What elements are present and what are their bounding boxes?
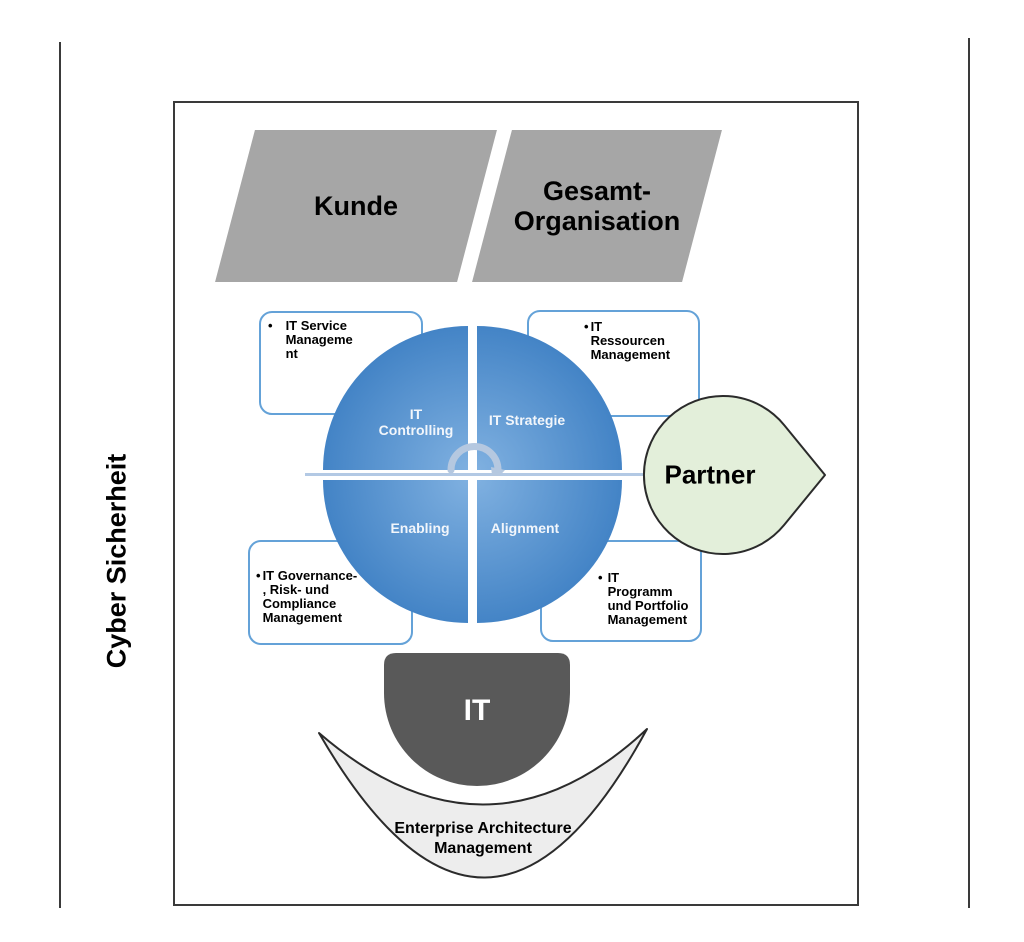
kunde-label: Kunde [314, 190, 398, 221]
gesamt-organisation-label: Gesamt- Organisation [513, 175, 681, 236]
quadrant-label-it-controlling: IT Controlling [378, 405, 454, 438]
circle-partner-connector-line [305, 473, 650, 476]
quadrant-label-alignment: Alignment [490, 519, 560, 536]
left-border-rule [59, 42, 61, 908]
right-border-rule [968, 38, 970, 908]
note-text-it-governance-risk-compliance: IT Governance- , Risk- und Compliance Ma… [262, 568, 358, 625]
kunde-parallelogram: Kunde [215, 130, 497, 282]
note-box-it-service-management: • IT Service Manageme nt [259, 311, 423, 415]
partner-shape [643, 395, 826, 555]
cyber-sicherheit-label: Cyber Sicherheit [101, 453, 132, 669]
bullet-icon: • [584, 319, 589, 334]
cycle-arrow-icon [447, 443, 505, 476]
it-core-shape [384, 653, 570, 786]
gesamt-organisation-parallelogram: Gesamt- Organisation [472, 130, 722, 282]
eam-crescent-shape [318, 728, 648, 879]
it-core-label: IT [463, 694, 491, 727]
eam-label: Enterprise Architecture Management [394, 820, 572, 857]
note-text-it-programm-portfolio: IT Programm und Portfolio Management [607, 570, 689, 627]
bullet-icon: • [256, 568, 261, 583]
note-text-it-service-management: IT Service Manageme nt [285, 318, 353, 361]
quadrant-label-enabling: Enabling [390, 519, 450, 536]
note-text-it-ressourcen-management: IT Ressourcen Management [590, 319, 671, 362]
bullet-icon: • [268, 318, 273, 333]
quadrant-label-it-strategie: IT Strategie [488, 411, 566, 428]
bullet-icon: • [598, 570, 603, 585]
partner-label: Partner [664, 459, 756, 490]
